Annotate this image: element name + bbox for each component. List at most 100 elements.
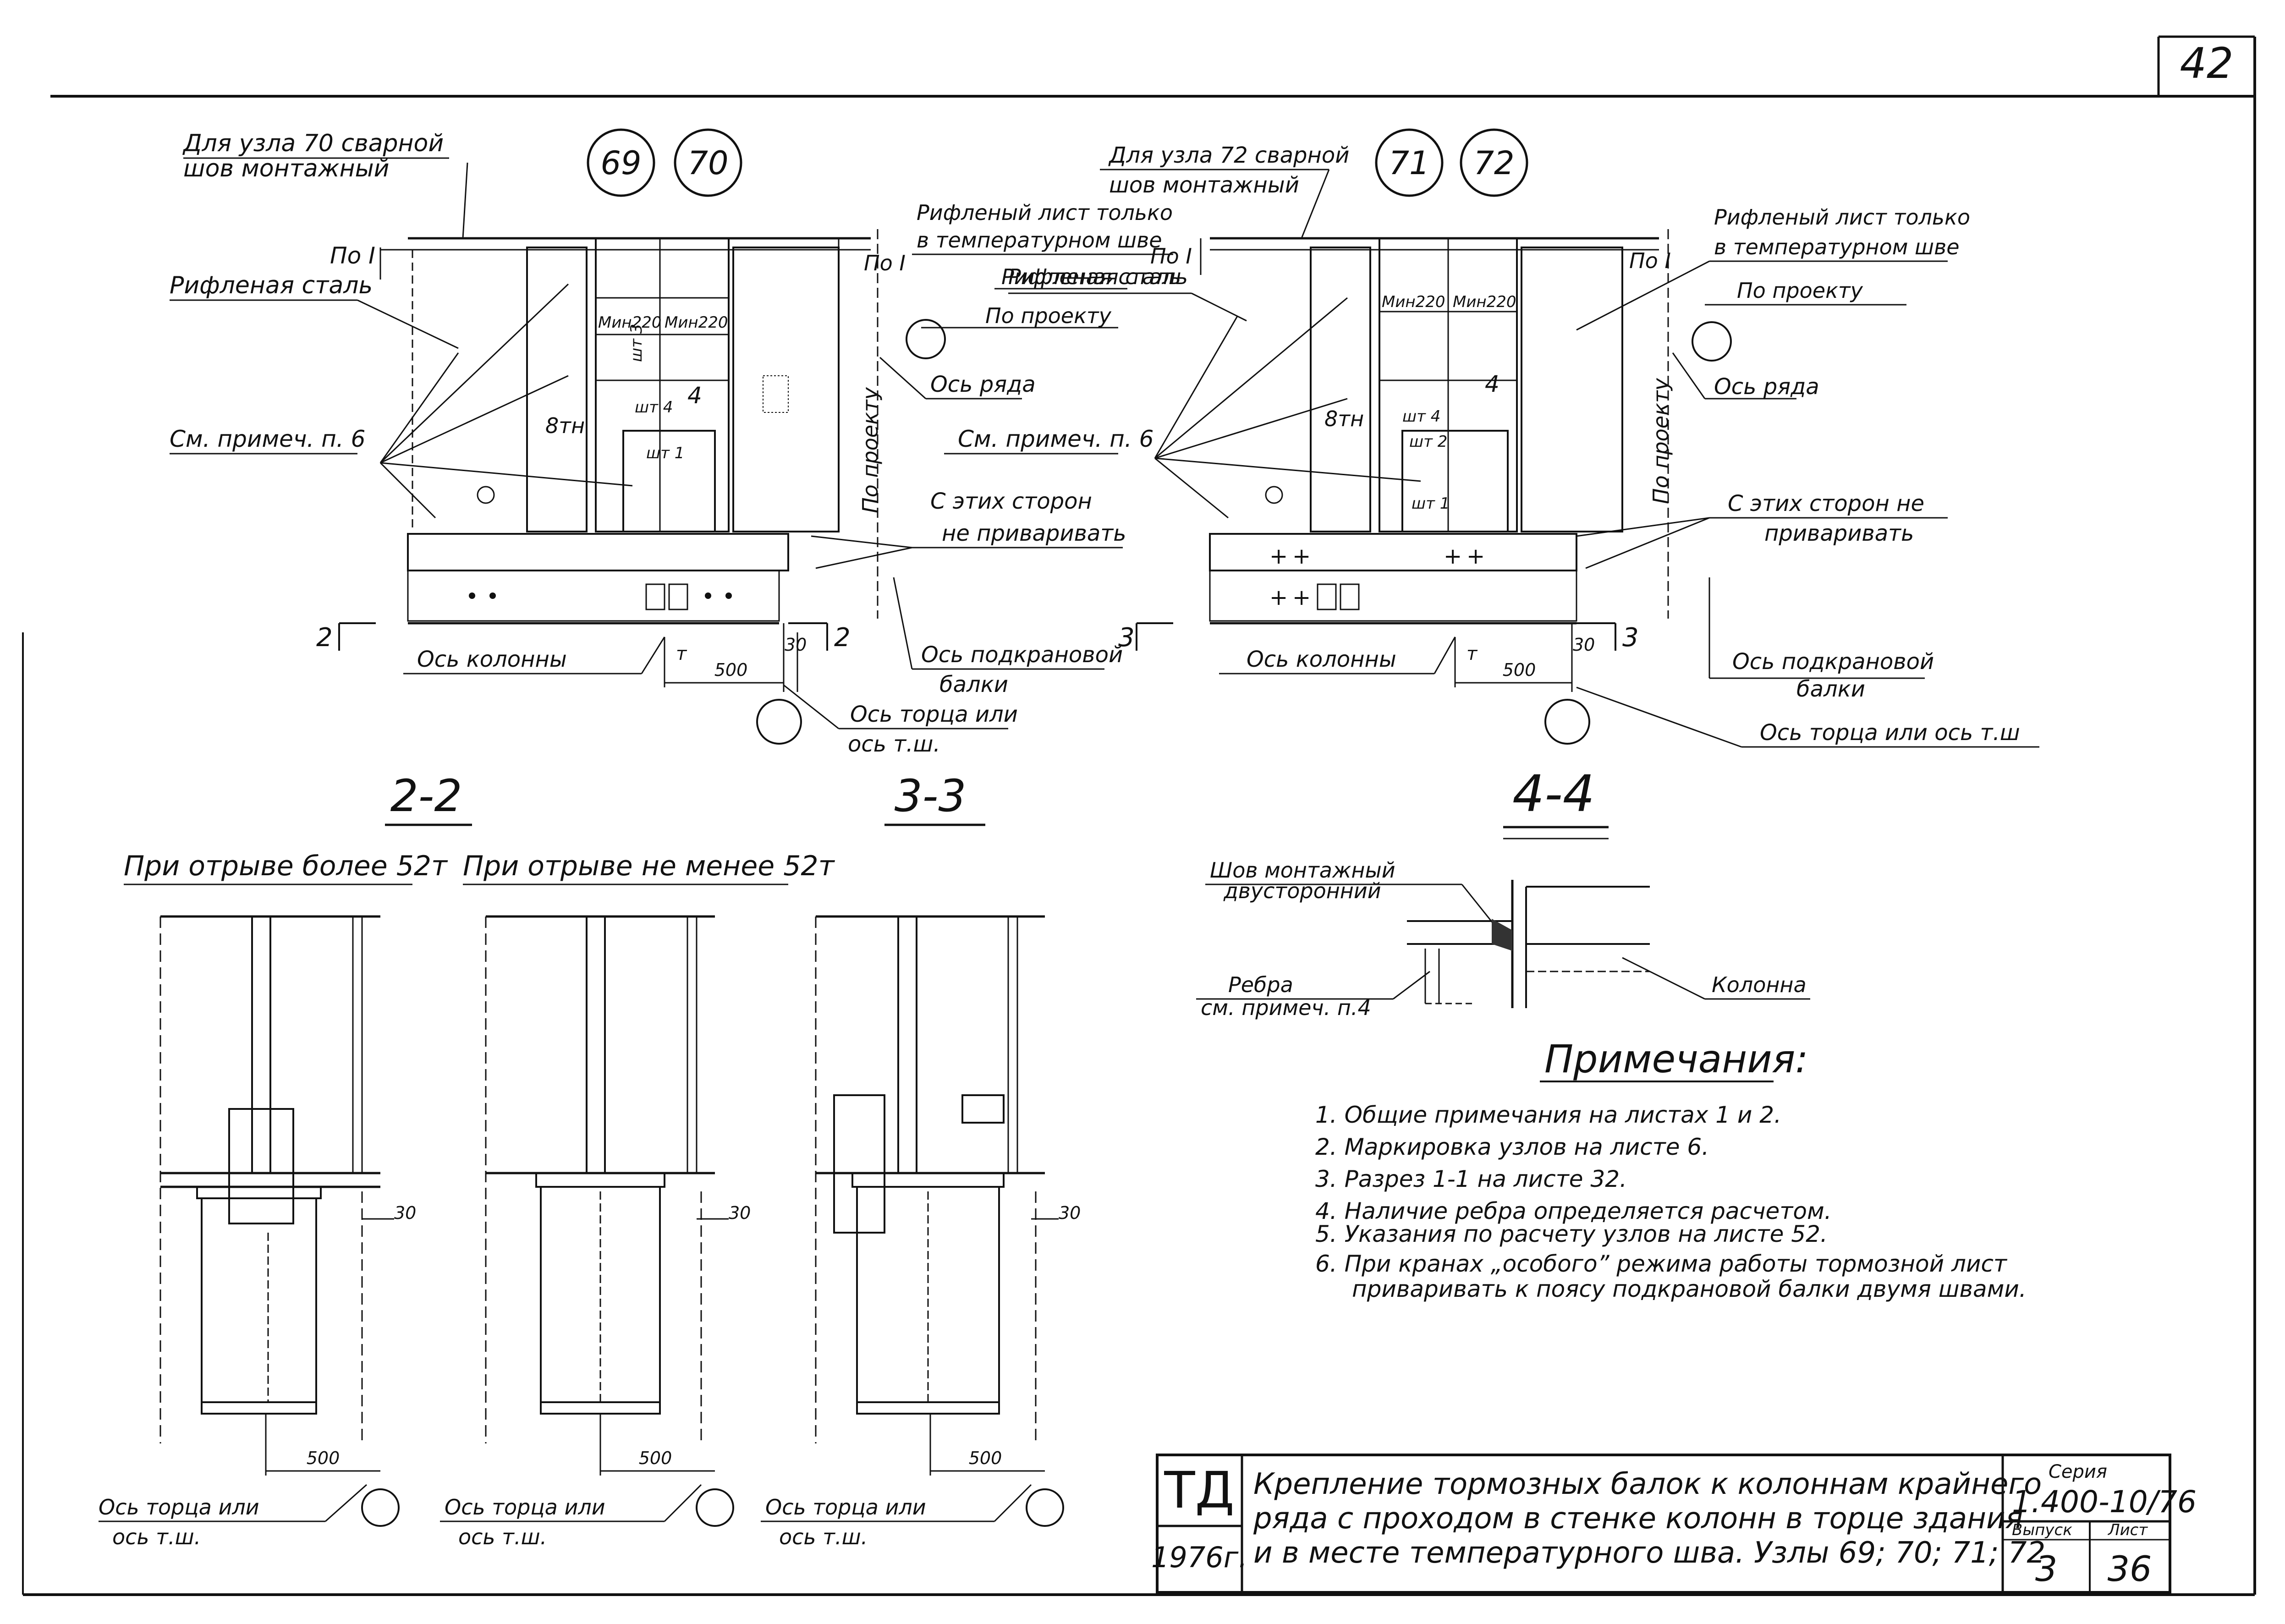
section-4-4: 4-4 Шов монтажный двусторонний Ребра см.… bbox=[1196, 764, 1810, 1020]
corrugated-steel-2-label: Рифленая сталь bbox=[1001, 264, 1181, 289]
section-3-3: 3-3 500 30 Ось торца или ось т.ш. bbox=[761, 770, 1081, 1549]
8tn-label: 8тн bbox=[1324, 406, 1364, 431]
weld-note-line2: шов монтажный bbox=[1109, 172, 1299, 198]
node-71-label: 71 bbox=[1389, 144, 1429, 182]
section-3-mark-left: 3 bbox=[1118, 623, 1135, 653]
section-2-mark-left: 2 bbox=[316, 623, 333, 653]
note-6: 6. При кранах „особого” режима работы то… bbox=[1315, 1251, 2008, 1277]
note-6-cont: приваривать к поясу подкрановой балки дв… bbox=[1352, 1276, 2027, 1302]
end-axis-label: Ось торца или ось т.ш bbox=[1760, 720, 2020, 746]
by-project-vertical-label: По проекту bbox=[1648, 378, 1673, 504]
notes: Примечания: 1. Общие примечания на листа… bbox=[1315, 1037, 2027, 1302]
end-axis-l1: Ось торца или bbox=[850, 702, 1018, 727]
po1-left-label: По I bbox=[1150, 244, 1192, 269]
weld-label-l1: Шов монтажный bbox=[1210, 858, 1395, 883]
dim-30-label: 30 bbox=[1573, 635, 1595, 655]
min220-b-label: Мин220 bbox=[1453, 293, 1516, 311]
svg-text:+: + bbox=[1467, 543, 1485, 569]
weld-note-line1: Для узла 72 сварной bbox=[1108, 143, 1349, 168]
min220-b-label: Мин220 bbox=[665, 313, 728, 332]
note-5: 5. Указания по расчету узлов на листе 52… bbox=[1315, 1221, 1828, 1247]
svg-text:+: + bbox=[1444, 543, 1462, 569]
crane-beam-axis-l2: балки bbox=[939, 672, 1008, 697]
4-label: 4 bbox=[687, 382, 702, 409]
dim-30-a: 30 bbox=[394, 1203, 416, 1223]
corrugated-steel-label: Рифленая сталь bbox=[1008, 264, 1188, 289]
end-axis-a-l1: Ось торца или bbox=[99, 1495, 259, 1520]
end-axis-l2: ось т.ш. bbox=[848, 731, 940, 757]
section-2-2: 2-2 При отрыве более 52т При отрыве не м… bbox=[99, 770, 835, 1549]
column-axis-label: Ось колонны bbox=[417, 647, 567, 672]
end-axis-l1: Ось торца или bbox=[765, 1495, 926, 1520]
weld-note-line1: Для узла 70 сварной bbox=[182, 130, 444, 157]
by-project-vertical-label: По проекту bbox=[858, 387, 883, 513]
no-weld-label-l2: приваривать bbox=[1764, 521, 1914, 546]
issue-label: Выпуск bbox=[2012, 1521, 2072, 1539]
no-weld-label-l2: не приваривать bbox=[942, 521, 1126, 546]
t-label: т bbox=[1467, 643, 1478, 664]
end-axis-l2: ось т.ш. bbox=[779, 1525, 868, 1549]
section-4-4-title: 4-4 bbox=[1512, 764, 1595, 823]
series-label: Серия bbox=[2049, 1461, 2107, 1482]
title-line2: ряда с проходом в стенке колонн в торце … bbox=[1253, 1502, 2023, 1536]
see-note-label: См. примеч. п. 6 bbox=[958, 426, 1153, 452]
section-3-mark-right: 3 bbox=[1622, 623, 1639, 653]
node-72-label: 72 bbox=[1473, 144, 1514, 182]
corrugated-sheet-label-l2: в температурном шве bbox=[917, 228, 1162, 252]
by-project-label: По проекту bbox=[1737, 278, 1863, 303]
section-2-2-title: 2-2 bbox=[390, 770, 462, 822]
sheet-value: 36 bbox=[2108, 1548, 2152, 1589]
corrugated-sheet-label-l1: Рифленый лист только bbox=[917, 200, 1173, 225]
title-block: ТД 1976г. Крепление тормозных балок к ко… bbox=[1151, 1454, 2197, 1594]
svg-text:+: + bbox=[1269, 543, 1288, 569]
po1-left-label: По I bbox=[330, 242, 375, 269]
8tn-label: 8тн bbox=[545, 413, 585, 438]
corrugated-sheet-label-l1: Рифленый лист только bbox=[1714, 205, 1970, 230]
po1-right-label: По I bbox=[864, 251, 906, 275]
year-label: 1976г. bbox=[1151, 1541, 1247, 1574]
end-axis-a-l2: ось т.ш. bbox=[112, 1525, 201, 1549]
rib-label-l1: Ребра bbox=[1228, 972, 1293, 997]
node-69-70: 69 70 Для узла 70 сварной шов монтажный bbox=[170, 128, 1181, 757]
note-4: 4. Наличие ребра определяется расчетом. bbox=[1315, 1198, 1832, 1224]
by-project-label: По проекту bbox=[985, 303, 1112, 328]
sht1-label: шт 1 bbox=[646, 444, 684, 462]
title-line1: Крепление тормозных балок к колоннам кра… bbox=[1253, 1467, 2042, 1501]
corrugated-steel-label: Рифленая сталь bbox=[170, 272, 373, 299]
column-label: Колонна bbox=[1712, 972, 1807, 997]
sht3-label: шт 3 bbox=[627, 324, 646, 362]
crane-beam-axis-l2: балки bbox=[1796, 676, 1865, 702]
no-weld-label-l1: С этих сторон не bbox=[1728, 491, 1924, 516]
note-1: 1. Общие примечания на листах 1 и 2. bbox=[1315, 1102, 1781, 1128]
section-3-3-title: 3-3 bbox=[895, 770, 967, 822]
sht2-label: шт 2 bbox=[1409, 433, 1447, 451]
weld-label-l2: двусторонний bbox=[1223, 878, 1381, 903]
end-axis-b-l2: ось т.ш. bbox=[458, 1525, 547, 1549]
section-2-2-subtitle-b: При отрыве не менее 52т bbox=[463, 850, 835, 882]
dim-500-label: 500 bbox=[1503, 660, 1536, 680]
row-axis-label: Ось ряда bbox=[930, 372, 1036, 397]
dim-500-a: 500 bbox=[307, 1448, 340, 1468]
dim-500-label: 500 bbox=[714, 660, 748, 680]
dim-30-label: 30 bbox=[785, 635, 807, 655]
title-line3: и в месте температурного шва. Узлы 69; 7… bbox=[1253, 1536, 2045, 1570]
see-note-label: См. примеч. п. 6 bbox=[170, 426, 365, 452]
sht1-label: шт 1 bbox=[1412, 494, 1450, 513]
sheet-number: 42 bbox=[2180, 39, 2233, 88]
sht4-label: шт 4 bbox=[1402, 407, 1440, 426]
crane-beam-axis-l1: Ось подкрановой bbox=[921, 642, 1123, 668]
4-label: 4 bbox=[1485, 371, 1500, 397]
org-label: ТД bbox=[1164, 1461, 1234, 1520]
crane-beam-axis-l1: Ось подкрановой bbox=[1732, 649, 1934, 675]
no-weld-label-l1: С этих сторон bbox=[930, 488, 1092, 514]
issue-value: 3 bbox=[2035, 1548, 2057, 1589]
series-value: 1.400-10/76 bbox=[2012, 1484, 2197, 1520]
section-2-mark-right: 2 bbox=[834, 623, 851, 653]
dim-500: 500 bbox=[969, 1448, 1002, 1468]
sheet-frame bbox=[22, 35, 2256, 1596]
dim-500-b: 500 bbox=[639, 1448, 672, 1468]
node-72-circle bbox=[1460, 128, 1528, 197]
node-69-label: 69 bbox=[600, 144, 641, 182]
node-71-72: 71 72 Для узла 72 сварной шов монтажный … bbox=[944, 128, 2039, 748]
column-axis-label: Ось колонны bbox=[1247, 647, 1396, 672]
